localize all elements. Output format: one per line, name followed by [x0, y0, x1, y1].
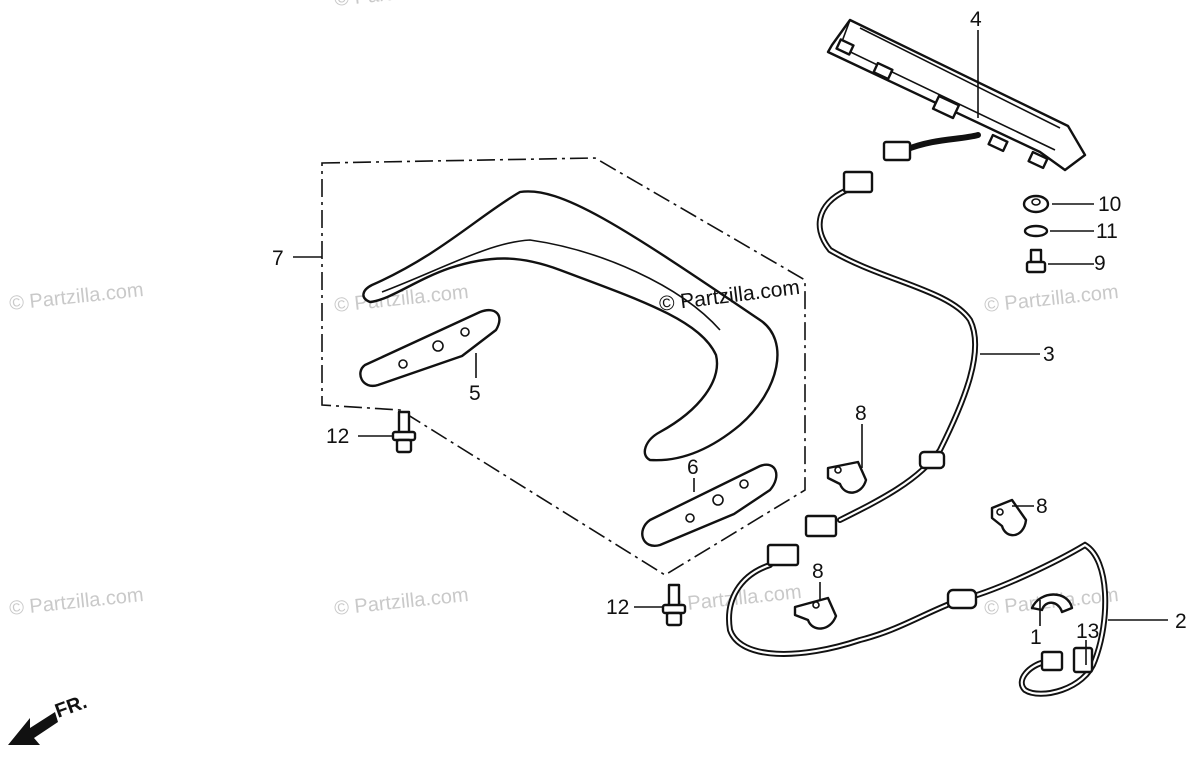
harness-connector-lower: [804, 514, 838, 538]
arrow-icon: [8, 712, 58, 745]
plate-6: [641, 463, 778, 547]
harness-grommet: [918, 450, 946, 470]
plate-hole: [712, 494, 724, 506]
plate-hole: [685, 513, 695, 523]
plate-5: [359, 308, 501, 388]
callout-13: 13: [1076, 620, 1099, 643]
callout-9: 9: [1094, 252, 1106, 275]
harness-2-connector: [766, 543, 800, 567]
callout-3: 3: [1043, 343, 1055, 366]
lamp-connector: [882, 140, 912, 162]
callout-8: 8: [812, 560, 824, 583]
bolt-12-lower: [661, 583, 687, 627]
bolt-12-upper: [391, 410, 417, 454]
clamp-8a: [826, 460, 868, 494]
grab-rail-edge: [381, 239, 721, 331]
plate-hole: [460, 327, 470, 337]
callout-7: 7: [272, 247, 284, 270]
watermark: © Partzilla.com: [8, 279, 144, 315]
callouts: 7 4 10 11 9 3 5 6 8 8 8 12 12 2 1 13: [272, 8, 1187, 649]
clip-1: [1030, 593, 1074, 614]
holder-13: [1072, 646, 1094, 674]
washer-11: [1023, 224, 1049, 238]
harness-connector-upper: [842, 170, 874, 194]
callout-1: 1: [1030, 626, 1042, 649]
callout-2: 2: [1175, 610, 1187, 633]
harness-2-end-connector: [1040, 650, 1064, 672]
direction-label: FR.: [52, 691, 90, 723]
stop-lamp: [826, 18, 1087, 172]
assembly-outline: [321, 157, 806, 576]
washer-10: [1022, 194, 1050, 214]
callout-12: 12: [606, 596, 629, 619]
plate-hole: [739, 479, 749, 489]
watermark: © Partzilla.com: [983, 281, 1119, 317]
callout-6: 6: [687, 456, 699, 479]
plate-hole: [432, 340, 444, 352]
clamp-8c: [793, 596, 838, 630]
callout-4: 4: [970, 8, 982, 31]
callout-5: 5: [469, 382, 481, 405]
plate-hole: [398, 359, 408, 369]
callout-8: 8: [855, 402, 867, 425]
clamp-8b: [990, 498, 1028, 537]
callout-8: 8: [1036, 495, 1048, 518]
watermark: © Partzilla.com: [333, 584, 469, 620]
callout-11: 11: [1096, 220, 1118, 243]
callout-12: 12: [326, 425, 349, 448]
watermark: © Partzilla.com: [8, 584, 144, 620]
watermark: © Partzilla.com: [333, 0, 469, 11]
lamp-pigtail: [902, 132, 981, 153]
front-direction-indicator: FR.: [8, 691, 90, 745]
callout-10: 10: [1098, 193, 1121, 216]
grab-rail: [362, 190, 779, 462]
harness-2-grommet: [946, 588, 978, 610]
bolt-9: [1025, 248, 1047, 274]
